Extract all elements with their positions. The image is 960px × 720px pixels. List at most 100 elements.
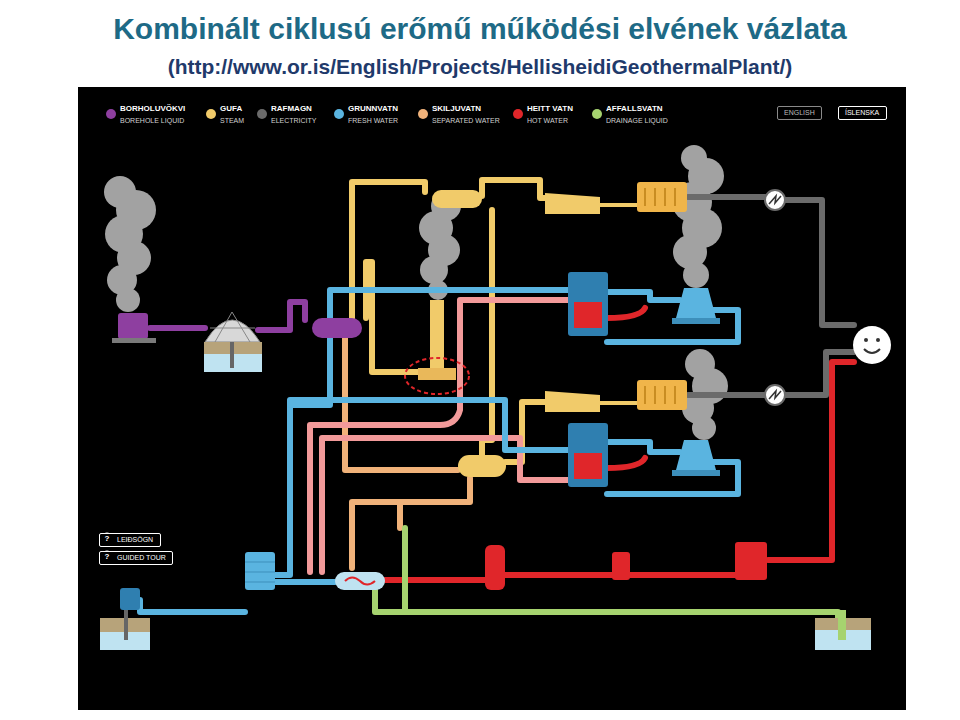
equipment-part bbox=[838, 610, 846, 640]
menu-button: GUIDED TOUR bbox=[99, 551, 173, 565]
black-panel bbox=[78, 87, 906, 710]
pipes-part bbox=[310, 300, 568, 572]
legend-text: HEITT VATN bbox=[527, 105, 573, 114]
equipment-part bbox=[312, 318, 362, 338]
equipment-part bbox=[335, 572, 385, 590]
equipment-part bbox=[432, 190, 482, 208]
pipes-part bbox=[607, 308, 645, 318]
legend-swatch bbox=[513, 109, 523, 119]
help-mark: ? bbox=[105, 553, 110, 562]
legend-text: SKILJUVATN bbox=[432, 105, 481, 114]
pipes-part bbox=[352, 478, 470, 568]
button-label: LEIÐSÖGN bbox=[117, 536, 154, 544]
equipment-part bbox=[418, 368, 456, 380]
legend-subtext: ELECTRICITY bbox=[271, 117, 317, 125]
pipes-part bbox=[768, 362, 854, 560]
legend-text: BORHOLUVÖKVI bbox=[120, 105, 185, 114]
equipment-part bbox=[864, 349, 880, 353]
button-label: ENGLISH bbox=[784, 109, 815, 117]
equipment-part bbox=[405, 358, 469, 394]
equipment-part bbox=[574, 453, 602, 479]
legend-swatch bbox=[106, 109, 116, 119]
source-url: (http://www.or.is/English/Projects/Helli… bbox=[0, 55, 960, 78]
pipes bbox=[140, 180, 854, 618]
pipes-part bbox=[688, 197, 854, 325]
pipes-part bbox=[352, 182, 425, 318]
equipment-part bbox=[112, 338, 156, 343]
equipment-part bbox=[765, 385, 785, 405]
equipment-part bbox=[210, 312, 255, 342]
equipment-part bbox=[568, 272, 608, 336]
legend-swatch bbox=[257, 109, 267, 119]
legend-subtext: STEAM bbox=[220, 117, 244, 125]
legend-subtext: BOREHOLE LIQUID bbox=[120, 117, 184, 125]
equipment-part bbox=[568, 423, 608, 487]
equipment-part bbox=[853, 326, 891, 364]
pipes-part bbox=[482, 210, 492, 455]
legend-text: GUFA bbox=[220, 105, 242, 114]
legend-subtext: FRESH WATER bbox=[348, 117, 398, 125]
pipes-part bbox=[630, 572, 735, 578]
pipes-part bbox=[607, 292, 680, 300]
equipment-part bbox=[676, 288, 716, 318]
steam-plume-part bbox=[685, 349, 715, 379]
button-label: GUIDED TOUR bbox=[117, 554, 166, 562]
equipment-part bbox=[735, 542, 767, 580]
equipment-part bbox=[345, 578, 375, 585]
legend-swatch bbox=[206, 109, 216, 119]
pipes-part bbox=[140, 600, 245, 612]
equipment-part bbox=[545, 391, 600, 412]
pipes-part bbox=[275, 290, 568, 575]
pipes-part bbox=[275, 579, 335, 585]
pipes-part bbox=[505, 572, 612, 578]
equipment-part bbox=[124, 610, 128, 640]
equipment-part bbox=[120, 588, 140, 610]
equipment-part bbox=[485, 545, 505, 590]
equipment-part bbox=[672, 470, 720, 476]
legend-text: GRUNNVATN bbox=[348, 105, 398, 114]
pipes-part bbox=[258, 302, 305, 330]
steam-plume-part bbox=[681, 145, 707, 171]
equipment-part bbox=[876, 338, 880, 342]
legend-swatch bbox=[418, 109, 428, 119]
legend-subtext: HOT WATER bbox=[527, 117, 568, 125]
equipment-part bbox=[769, 196, 781, 204]
equipment-part bbox=[230, 342, 234, 368]
equipment bbox=[100, 182, 891, 650]
equipment-part bbox=[430, 300, 444, 370]
legend-text: RAFMAGN bbox=[271, 105, 312, 114]
equipment-part bbox=[545, 193, 600, 214]
pipes-part bbox=[397, 502, 403, 528]
equipment-part bbox=[612, 552, 630, 580]
equipment-part bbox=[676, 440, 716, 470]
legend-subtext: SEPARATED WATER bbox=[432, 117, 500, 125]
equipment-part bbox=[864, 338, 868, 342]
help-mark: ? bbox=[105, 535, 110, 544]
button-label: ÍSLENSKA bbox=[845, 109, 880, 117]
pipes-part bbox=[607, 442, 680, 452]
steam-plume-part bbox=[104, 176, 136, 208]
menu-button: ENGLISH bbox=[777, 106, 822, 120]
equipment-part bbox=[458, 455, 506, 477]
equipment-part bbox=[574, 302, 602, 328]
pipes-part bbox=[150, 325, 205, 331]
equipment-part bbox=[672, 318, 720, 324]
equipment-part bbox=[118, 313, 148, 339]
legend-swatch bbox=[592, 109, 602, 119]
equipment-part bbox=[245, 562, 275, 582]
pipes-part bbox=[385, 577, 485, 583]
legend-swatch bbox=[334, 109, 344, 119]
equipment-part bbox=[205, 320, 260, 342]
title: Kombinált ciklusú erőmű működési elvének… bbox=[0, 12, 960, 45]
menu-button: ÍSLENSKA bbox=[838, 106, 887, 120]
pipes-part bbox=[322, 438, 568, 572]
equipment-part bbox=[645, 188, 675, 404]
equipment-part bbox=[765, 190, 785, 210]
equipment-part bbox=[769, 391, 781, 399]
legend-subtext: DRAINAGE LIQUID bbox=[606, 117, 668, 125]
legend-text: AFFALLSVATN bbox=[606, 105, 663, 114]
pipes-part bbox=[366, 262, 418, 372]
pipes-part bbox=[375, 586, 838, 618]
pipes-part bbox=[607, 458, 645, 468]
